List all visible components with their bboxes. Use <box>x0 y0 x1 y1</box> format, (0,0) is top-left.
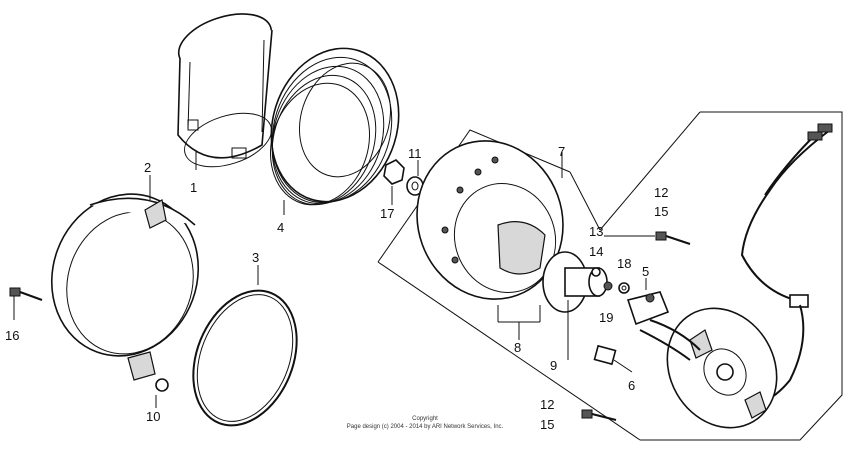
label-1: 1 <box>190 180 197 195</box>
label-12-upper: 12 <box>654 185 668 200</box>
label-7: 7 <box>558 144 565 159</box>
part-17-nut <box>383 159 405 205</box>
label-15-lower: 15 <box>540 417 554 432</box>
part-1-cover <box>177 13 273 170</box>
wiring-frame <box>599 111 843 441</box>
part-4-ring <box>269 47 400 215</box>
label-8: 8 <box>514 340 521 355</box>
label-12-lower: 12 <box>540 397 554 412</box>
label-17: 17 <box>380 206 394 221</box>
part-18-washer <box>618 282 630 294</box>
copyright-notice: Page design (c) 2004 - 2014 by ARI Netwo… <box>347 424 504 430</box>
label-16: 16 <box>5 328 19 343</box>
part-16-bolt <box>9 287 43 320</box>
part-10-nut <box>155 378 169 408</box>
label-11: 11 <box>408 146 422 161</box>
part-2-cover <box>50 175 200 381</box>
part-7-frame <box>377 129 641 441</box>
part-12-15-bolt-upper <box>655 231 691 245</box>
copyright-title: Copyright <box>412 416 438 422</box>
label-4: 4 <box>277 220 284 235</box>
part-3-gasket <box>192 265 298 427</box>
label-15-upper: 15 <box>654 204 668 219</box>
label-19: 19 <box>599 310 613 325</box>
label-9: 9 <box>550 358 557 373</box>
label-14: 14 <box>589 244 603 259</box>
label-10: 10 <box>146 409 160 424</box>
label-5: 5 <box>642 264 649 279</box>
label-13: 13 <box>589 224 603 239</box>
label-2: 2 <box>144 160 151 175</box>
stator-plate <box>639 307 778 429</box>
part-14-screw <box>591 267 601 277</box>
part-19-screw <box>603 281 613 291</box>
label-3: 3 <box>252 250 259 265</box>
part-12-15-bolt-lower <box>581 409 617 421</box>
label-18: 18 <box>617 256 631 271</box>
part-5-breaker <box>626 278 670 326</box>
label-6: 6 <box>628 378 635 393</box>
part-6-condenser <box>593 344 633 373</box>
part-11-washer <box>406 160 424 196</box>
